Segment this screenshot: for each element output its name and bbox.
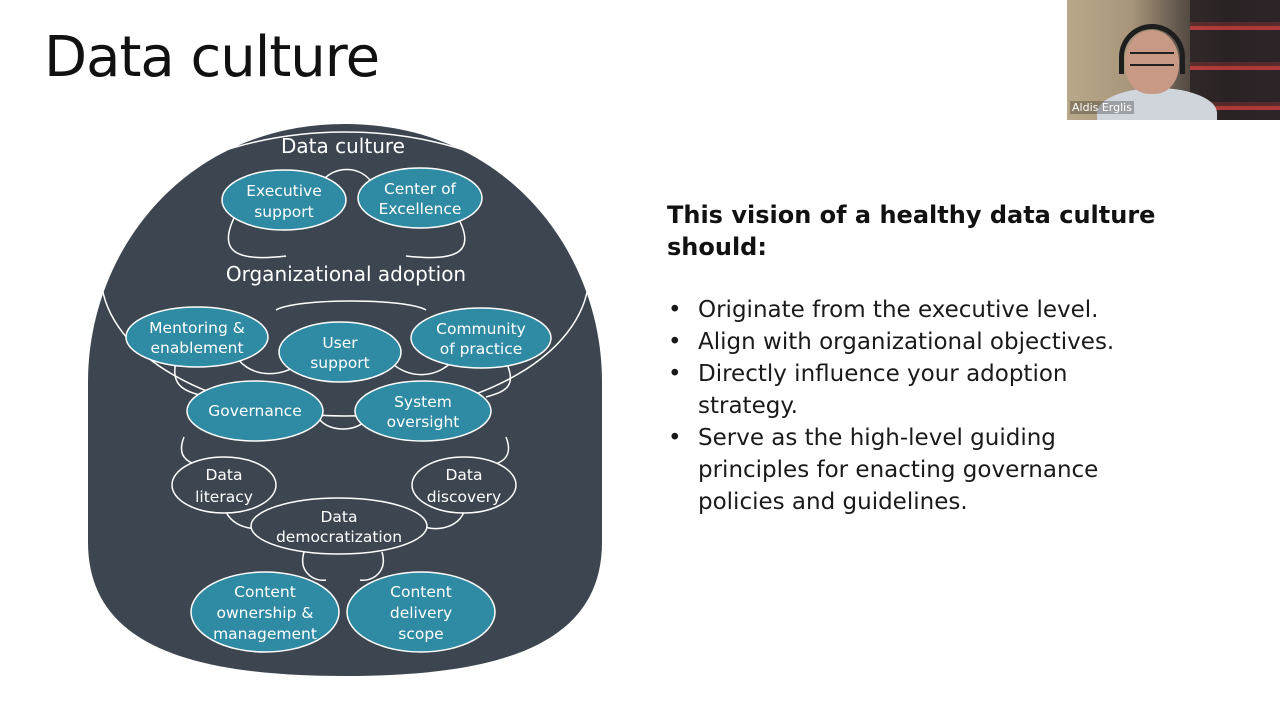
svg-text:delivery: delivery xyxy=(390,604,452,622)
node-content-delivery: Content delivery scope xyxy=(346,571,496,653)
bullet-text: Directly influence your adoption strateg… xyxy=(698,361,1068,419)
node-content-ownership: Content ownership & management xyxy=(190,571,340,653)
svg-text:System: System xyxy=(394,393,452,411)
svg-text:User: User xyxy=(322,334,358,352)
svg-text:oversight: oversight xyxy=(387,413,460,431)
participant-name-label: Aldis Erglis xyxy=(1070,101,1134,114)
bullet-item: • Align with organizational objectives. xyxy=(667,326,1167,358)
bullet-dot: • xyxy=(668,425,682,451)
svg-text:Community: Community xyxy=(436,320,526,338)
svg-text:Content: Content xyxy=(390,583,452,601)
bullet-text: Align with organizational objectives. xyxy=(698,329,1115,355)
data-culture-diagram: Data culture Organizational adoption Exe… xyxy=(86,122,604,678)
bullet-item: • Directly influence your adoption strate… xyxy=(667,358,1167,422)
node-data-democratization: Data democratization xyxy=(250,497,428,555)
svg-text:support: support xyxy=(254,203,314,221)
bullet-dot: • xyxy=(668,361,682,387)
svg-text:democratization: democratization xyxy=(276,528,402,546)
svg-text:literacy: literacy xyxy=(195,488,253,506)
bullet-dot: • xyxy=(668,329,682,355)
svg-text:Center of: Center of xyxy=(384,180,457,198)
bullet-text: Serve as the high-level guiding principl… xyxy=(698,425,1099,515)
node-data-discovery: Data discovery xyxy=(411,456,517,514)
svg-text:Excellence: Excellence xyxy=(379,200,462,218)
bullet-item: • Originate from the executive level. xyxy=(667,294,1167,326)
svg-text:of practice: of practice xyxy=(440,340,523,358)
svg-text:ownership &: ownership & xyxy=(217,604,314,622)
node-governance: Governance xyxy=(186,380,324,442)
bullet-dot: • xyxy=(668,297,682,323)
svg-text:Content: Content xyxy=(234,583,296,601)
vision-bullet-list: • Originate from the executive level. • Al… xyxy=(667,294,1167,518)
svg-text:management: management xyxy=(213,625,317,643)
section-label-adoption: Organizational adoption xyxy=(226,262,466,286)
node-system-oversight: System oversight xyxy=(354,380,492,442)
node-data-literacy: Data literacy xyxy=(171,456,277,514)
bullet-item: • Serve as the high-level guiding princip… xyxy=(667,422,1167,518)
headset-icon xyxy=(1119,24,1185,74)
diagram-background xyxy=(88,124,602,676)
svg-text:Governance: Governance xyxy=(208,402,302,420)
svg-text:Mentoring &: Mentoring & xyxy=(149,319,245,337)
node-community-of-practice: Community of practice xyxy=(410,307,552,369)
svg-text:Data: Data xyxy=(445,466,482,484)
vision-heading: This vision of a healthy data culture sh… xyxy=(667,201,1156,261)
svg-text:Data: Data xyxy=(205,466,242,484)
svg-text:enablement: enablement xyxy=(150,339,243,357)
svg-text:discovery: discovery xyxy=(427,488,501,506)
svg-text:Data: Data xyxy=(320,508,357,526)
participant-video-tile[interactable]: Aldis Erglis xyxy=(1067,0,1280,120)
node-center-of-excellence: Center of Excellence xyxy=(357,167,483,229)
node-mentoring-enablement: Mentoring & enablement xyxy=(125,306,269,368)
svg-text:support: support xyxy=(310,354,370,372)
node-user-support: User support xyxy=(278,321,402,383)
node-executive-support: Executive support xyxy=(221,169,347,231)
section-label-culture: Data culture xyxy=(281,134,405,158)
svg-text:Executive: Executive xyxy=(246,182,321,200)
slide-title: Data culture xyxy=(44,25,380,90)
svg-text:scope: scope xyxy=(398,625,443,643)
bullet-text: Originate from the executive level. xyxy=(698,297,1099,323)
